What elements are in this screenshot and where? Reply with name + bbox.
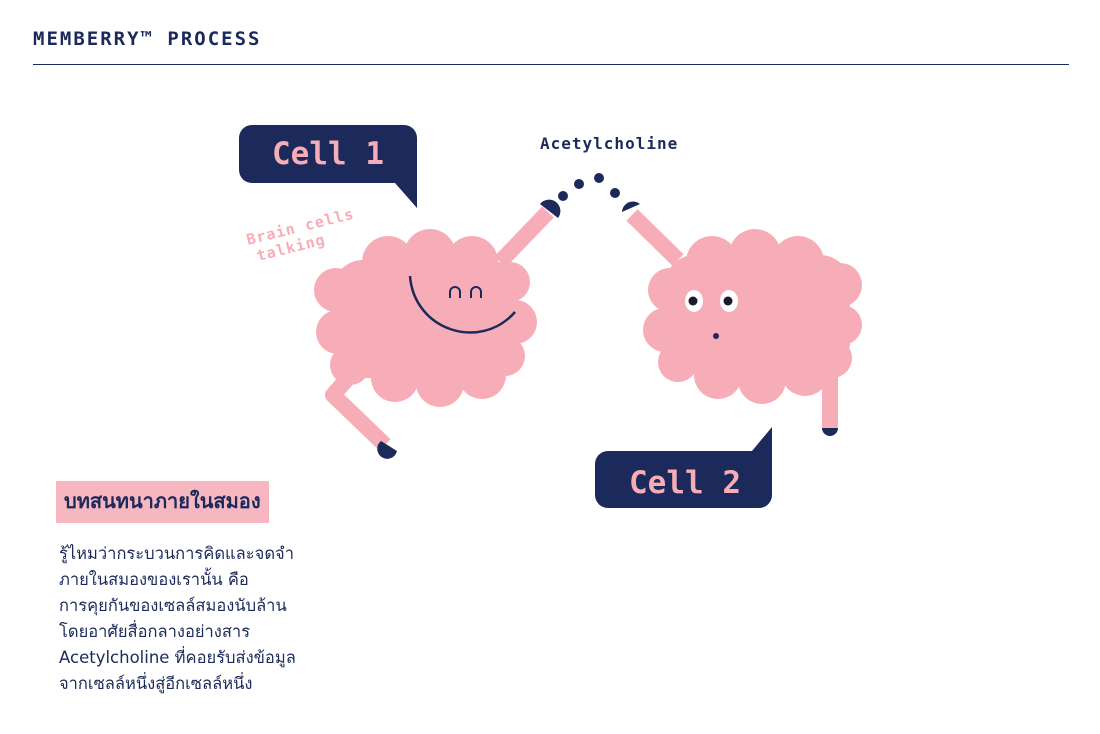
cell1-hand	[377, 441, 397, 459]
body-line: โดยอาศัยสื่อกลางอย่างสาร	[59, 622, 251, 641]
molecule-dot	[610, 188, 620, 198]
cell2-hand	[622, 201, 640, 212]
cell2-brain	[622, 201, 862, 436]
body-line: จากเซลล์หนึ่งสู่อีกเซลล์หนึ่ง	[59, 674, 253, 693]
molecule-dot	[574, 179, 584, 189]
cell2-hand	[822, 428, 838, 436]
section-body: รู้ไหมว่ากระบวนการคิดและจดจำ ภายในสมองขอ…	[59, 541, 359, 697]
cell1-brain	[314, 199, 561, 459]
cell1-speech-bubble: Cell 1	[239, 125, 417, 208]
mouth	[713, 333, 719, 339]
eye	[685, 290, 703, 312]
eye	[720, 290, 738, 312]
cell2-label: Cell 2	[629, 465, 741, 501]
cell1-hand	[540, 199, 561, 218]
eye	[449, 286, 461, 298]
smile	[408, 275, 516, 334]
acetylcholine-dots	[558, 173, 620, 201]
body-line: Acetylcholine ที่คอยรับส่งข้อมูล	[59, 648, 296, 667]
section-title: บทสนทนาภายในสมอง	[56, 481, 269, 523]
body-line: รู้ไหมว่ากระบวนการคิดและจดจำ	[59, 544, 294, 563]
header-divider	[33, 64, 1069, 65]
page-title: MEMBERRY™ PROCESS	[33, 28, 262, 50]
acetylcholine-label: Acetylcholine	[540, 134, 678, 153]
cell2-speech-bubble: Cell 2	[595, 427, 772, 508]
body-line: ภายในสมองของเรานั้น คือ	[59, 570, 249, 589]
body-line: การคุยกันของเซลล์สมองนับล้าน	[59, 596, 287, 615]
eye	[470, 286, 482, 298]
cell1-label: Cell 1	[272, 136, 384, 172]
brain-cells-caption: Brain cells talking	[245, 205, 356, 265]
molecule-dot	[594, 173, 604, 183]
molecule-dot	[558, 191, 568, 201]
